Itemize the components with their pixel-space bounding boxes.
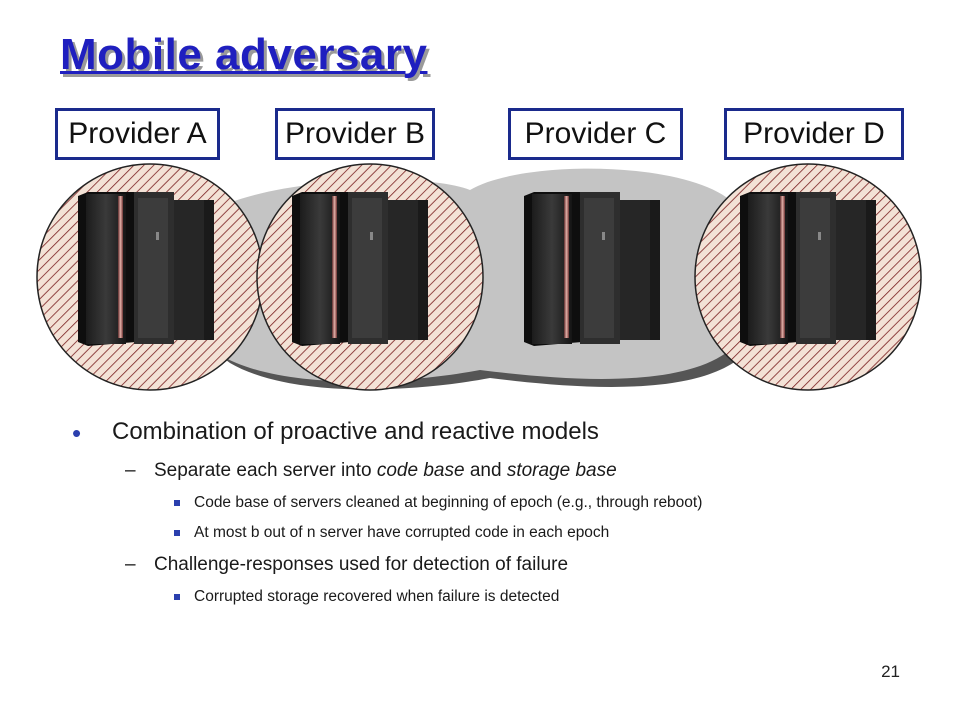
sub-bullet-2-text: Challenge-responses used for detection o… xyxy=(154,554,569,575)
square-bullet-icon xyxy=(174,500,180,506)
sub-bullet-1-em-code-base: code base xyxy=(376,460,465,481)
provider-diagram xyxy=(36,163,922,391)
sub-sub-bullet-text: At most b out of n server have corrupted… xyxy=(194,524,610,541)
bullet-main-text: Combination of proactive and reactive mo… xyxy=(112,418,599,445)
server-icon-d xyxy=(740,192,876,346)
dash-icon: – xyxy=(125,554,136,575)
bullet-list: • Combination of proactive and reactive … xyxy=(70,418,930,618)
slide-title: Mobile adversary xyxy=(60,30,428,79)
square-bullet-icon xyxy=(174,530,180,536)
sub-sub-bullet: Corrupted storage recovered when failure… xyxy=(70,588,930,606)
sub-sub-bullet-text: Code base of servers cleaned at beginnin… xyxy=(194,494,703,511)
sub-bullet-1-middle: and xyxy=(464,460,507,481)
server-icon-c xyxy=(524,192,660,346)
provider-c-label: Provider C xyxy=(508,108,683,160)
sub-sub-bullet: Code base of servers cleaned at beginnin… xyxy=(70,494,930,512)
bullet-main: • Combination of proactive and reactive … xyxy=(70,418,930,448)
server-icon-b xyxy=(292,192,428,346)
square-bullet-icon xyxy=(174,594,180,600)
sub-bullet-1-em-storage-base: storage base xyxy=(506,460,617,481)
sub-bullet-2: – Challenge-responses used for detection… xyxy=(70,554,930,576)
provider-a-label: Provider A xyxy=(55,108,220,160)
page-number: 21 xyxy=(881,662,900,681)
sub-bullet-1: – Separate each server into code base an… xyxy=(70,460,930,482)
sub-sub-bullet: At most b out of n server have corrupted… xyxy=(70,524,930,542)
sub-sub-bullet-text: Corrupted storage recovered when failure… xyxy=(194,588,560,605)
provider-b-label: Provider B xyxy=(275,108,435,160)
bullet-dot-icon: • xyxy=(72,418,82,448)
sub-bullet-1-prefix: Separate each server into xyxy=(154,460,377,481)
server-icon-a xyxy=(78,192,214,346)
provider-d-label: Provider D xyxy=(724,108,904,160)
dash-icon: – xyxy=(125,460,136,481)
